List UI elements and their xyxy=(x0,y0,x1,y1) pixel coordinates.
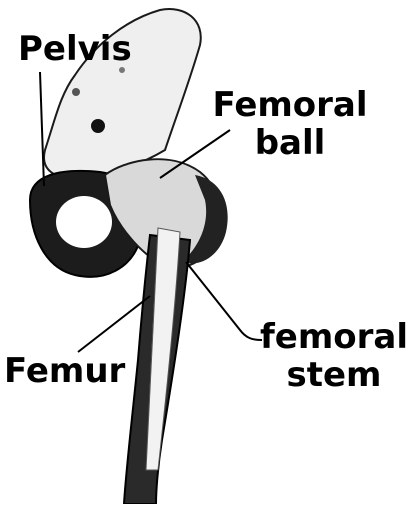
pelvis-mark xyxy=(91,119,105,133)
femoral-ball-label: Femoral ball xyxy=(210,86,370,162)
pelvis-leader xyxy=(40,72,44,186)
femoral-stem-label-line1: femoral xyxy=(258,318,410,356)
femoral-stem-label: femoral stem xyxy=(258,318,410,394)
femoral-ball-label-line1: Femoral xyxy=(210,86,370,124)
pelvis-mark xyxy=(72,88,80,96)
obturator-foramen xyxy=(56,196,112,248)
femur-label: Femur xyxy=(4,352,125,390)
femoral-ball-label-line2: ball xyxy=(210,124,370,162)
femoral-stem-label-line2: stem xyxy=(258,356,410,394)
femoral-stem-leader xyxy=(186,262,262,340)
pelvis-label: Pelvis xyxy=(18,30,132,68)
